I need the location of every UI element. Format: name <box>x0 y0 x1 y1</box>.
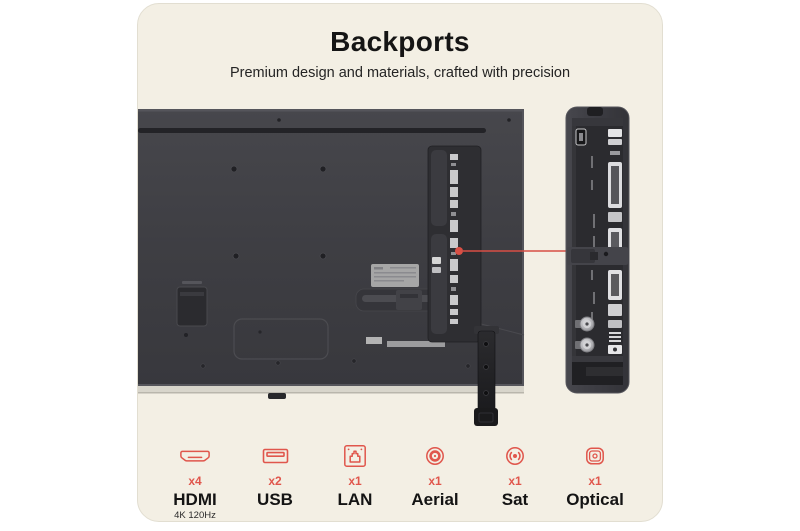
port-item-lan: x1 LAN <box>315 443 395 521</box>
tv-back-illustration <box>138 106 630 426</box>
port-item-usb: x2 USB <box>235 443 315 521</box>
port-name: LAN <box>337 490 373 509</box>
port-count: x4 <box>188 474 202 488</box>
ports-zoom-panel <box>565 106 630 394</box>
port-count: x1 <box>348 474 362 488</box>
port-name: HDMI <box>173 490 217 509</box>
coax-connectors <box>575 316 595 353</box>
port-count: x1 <box>508 474 522 488</box>
panel-port-labels <box>591 156 595 322</box>
port-item-sat: x1 Sat <box>475 443 555 521</box>
callout-dot <box>455 247 463 255</box>
aerial-icon <box>425 443 445 469</box>
port-name: Sat <box>501 490 529 509</box>
port-name: Optical <box>566 490 624 509</box>
panel-cable-bracket <box>567 247 628 265</box>
port-item-optical: x1 Optical <box>555 443 635 521</box>
port-item-hdmi: x4 HDMI 4K 120Hz <box>155 443 235 521</box>
tv-barcode-sticker-long <box>387 341 445 347</box>
panel-usb-port <box>575 128 587 146</box>
header: Backports Premium design and materials, … <box>138 4 662 81</box>
port-subtext: 4K 120Hz <box>174 510 216 521</box>
tv-barcode-sticker-small <box>366 337 382 344</box>
tv-stand-leg <box>474 326 499 426</box>
callout <box>455 247 566 255</box>
port-count: x1 <box>428 474 442 488</box>
ports-legend: x4 HDMI 4K 120Hz x2 USB <box>138 443 662 521</box>
hdmi-icon <box>179 443 211 469</box>
tv-label-sticker <box>371 264 419 287</box>
vesa-screw-holes <box>200 165 471 369</box>
page-title: Backports <box>330 26 470 57</box>
port-item-aerial: x1 Aerial <box>395 443 475 521</box>
page-subtitle: Premium design and materials, crafted wi… <box>229 65 571 81</box>
port-name: USB <box>257 490 293 509</box>
port-count: x2 <box>268 474 282 488</box>
port-name: Aerial <box>411 490 459 509</box>
port-count: x1 <box>588 474 602 488</box>
lan-icon <box>343 443 367 469</box>
panel-port-strip <box>608 129 622 354</box>
usb-icon <box>262 443 289 469</box>
optical-icon <box>585 443 605 469</box>
tv-power-recess <box>176 281 208 337</box>
tv-bottom-tab <box>268 393 286 399</box>
sat-icon <box>505 443 525 469</box>
tv-recess-outline <box>233 318 329 360</box>
tv-back <box>138 109 525 426</box>
backports-card: Backports Premium design and materials, … <box>137 3 663 522</box>
tv-port-recess <box>427 145 482 343</box>
